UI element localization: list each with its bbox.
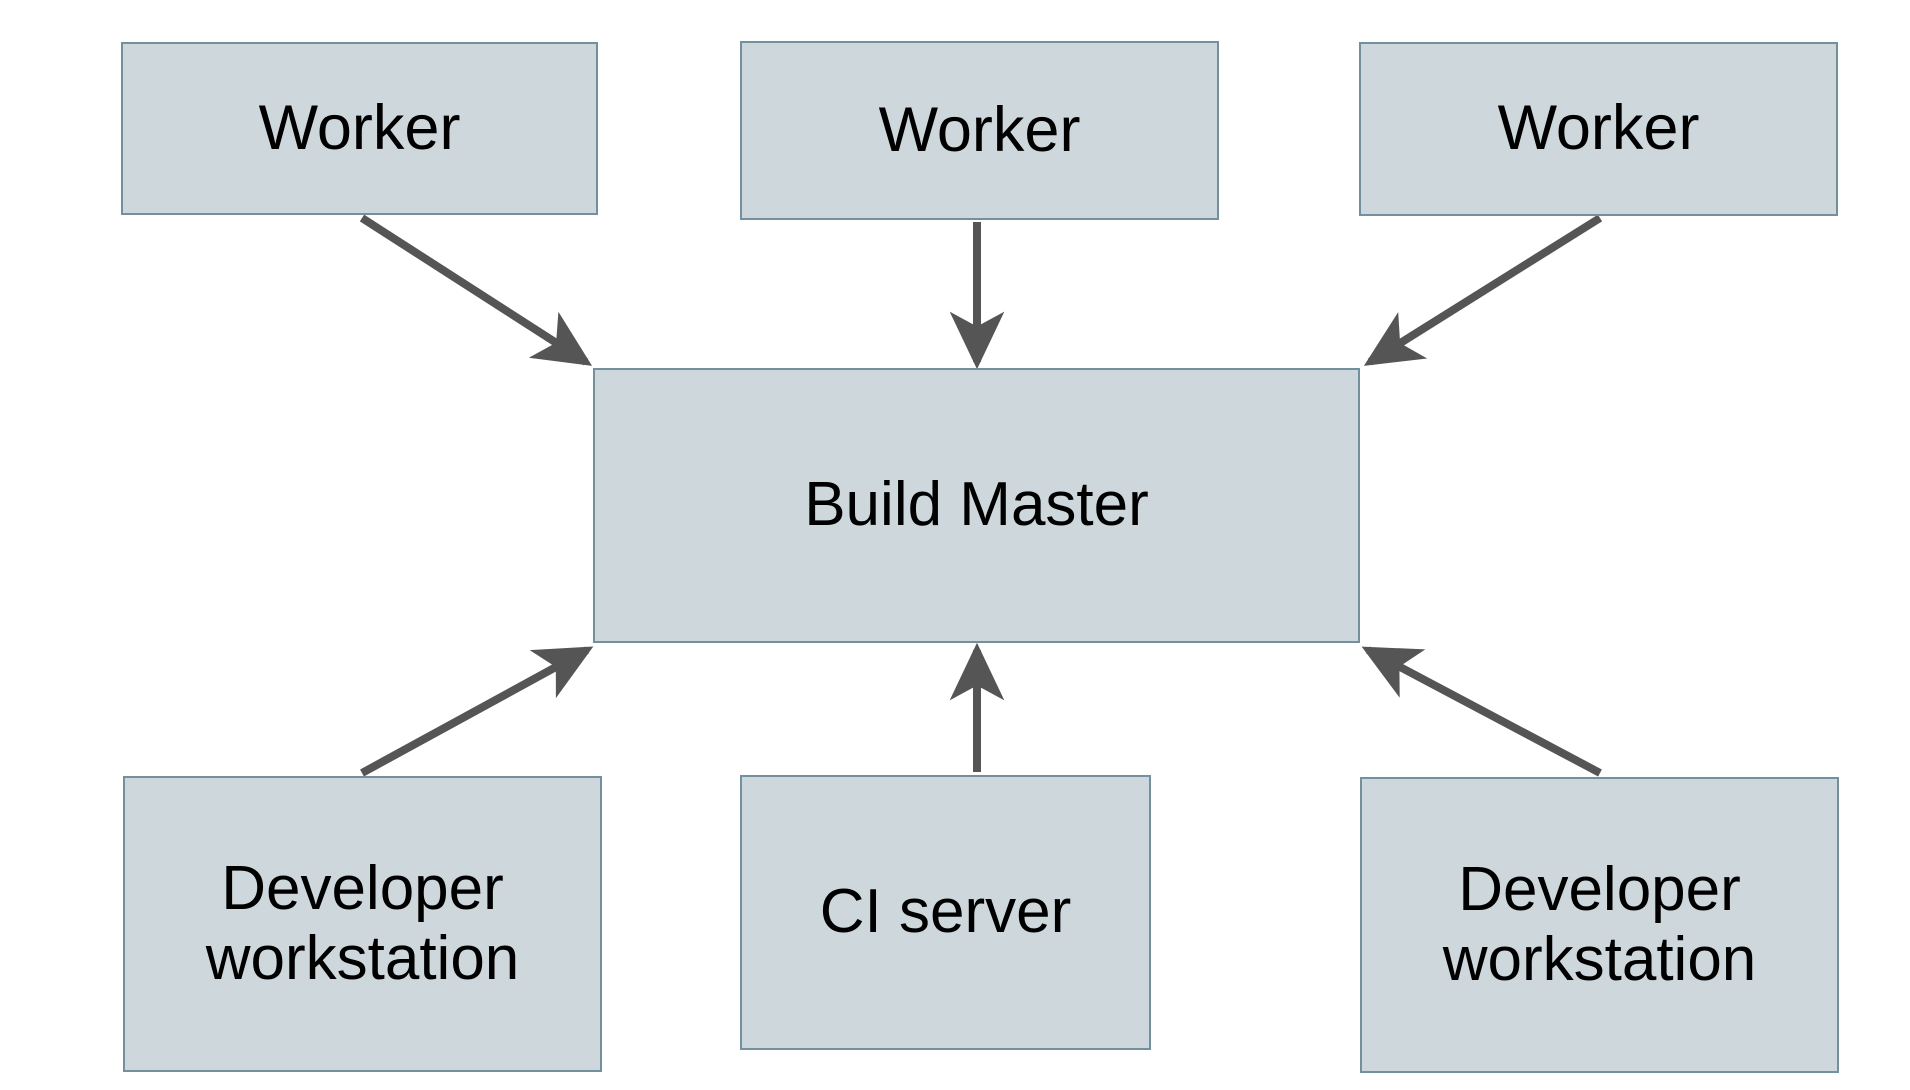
- node-developer-workstation-left-label: Developer workstation: [205, 853, 520, 993]
- node-build-master-label: Build Master: [804, 470, 1149, 540]
- node-worker-left[interactable]: Worker: [121, 42, 598, 215]
- node-worker-middle-label: Worker: [878, 94, 1081, 165]
- edge-worker-left-to-build-master: [359, 214, 593, 366]
- node-ci-server-label: CI server: [819, 877, 1072, 947]
- node-worker-middle[interactable]: Worker: [740, 41, 1219, 220]
- node-developer-workstation-left[interactable]: Developer workstation: [123, 776, 602, 1072]
- node-developer-workstation-right-label: Developer workstation: [1442, 854, 1757, 994]
- edge-dev-ws-right-to-build-master: [1361, 646, 1602, 777]
- node-ci-server[interactable]: CI server: [740, 775, 1151, 1050]
- edge-worker-right-to-build-master: [1363, 214, 1603, 366]
- node-worker-left-label: Worker: [258, 92, 461, 163]
- edge-dev-ws-left-to-build-master: [360, 646, 594, 777]
- node-worker-right-label: Worker: [1497, 93, 1700, 164]
- node-worker-right[interactable]: Worker: [1359, 42, 1838, 216]
- node-developer-workstation-right[interactable]: Developer workstation: [1360, 777, 1839, 1073]
- node-build-master[interactable]: Build Master: [593, 368, 1360, 643]
